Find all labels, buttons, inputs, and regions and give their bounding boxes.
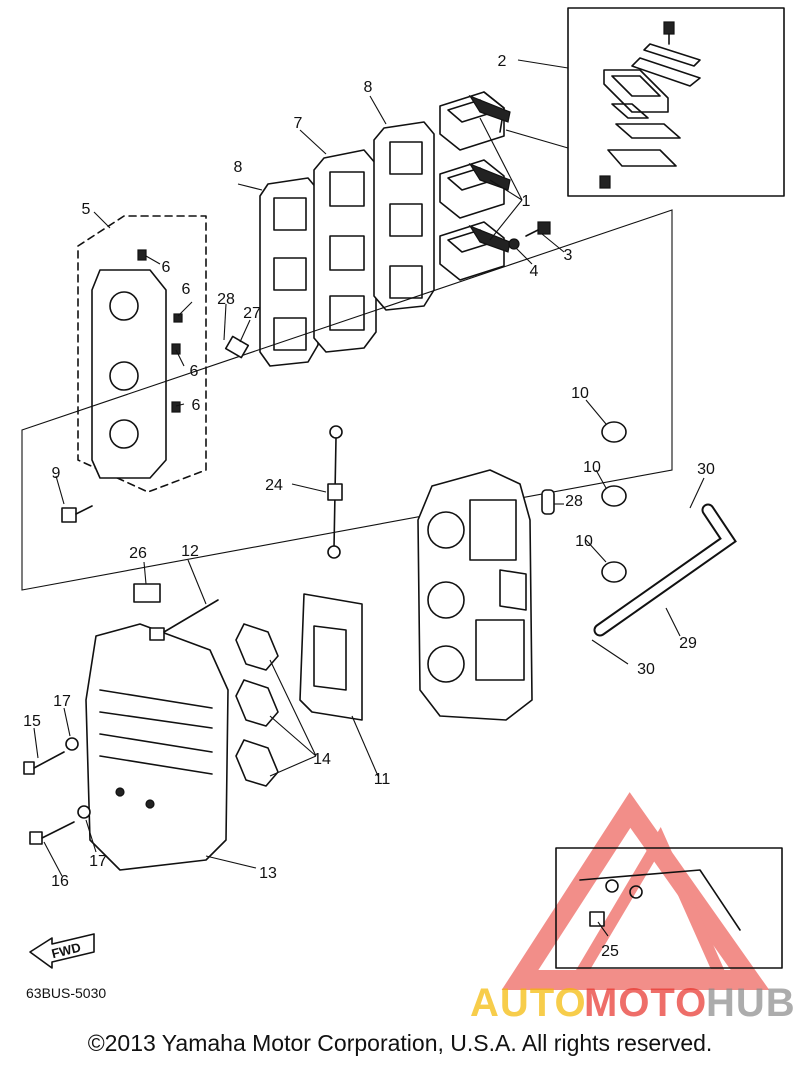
leader-lines: [33, 59, 705, 937]
reed-valve-assemblies: [439, 91, 511, 281]
washer-17-top: [65, 737, 79, 751]
callout-6c: 6: [190, 363, 199, 380]
exploded-parts-diagram: FWD: [21, 7, 796, 1025]
diagram-code: 63BUS-5030: [26, 985, 106, 1001]
callout-labels: 1 2 3 4 5 6 6 6 6 7 8 8 9 10 10 10 11 12…: [23, 53, 715, 960]
washer-4: [508, 238, 520, 250]
reed-block-dashed-group: [77, 215, 207, 493]
callout-14: 14: [313, 751, 331, 768]
callout-26: 26: [129, 545, 147, 562]
copyright-notice: ©2013 Yamaha Motor Corporation, U.S.A. A…: [87, 1030, 713, 1056]
callout-6d: 6: [192, 397, 201, 414]
reed-valve-inset: [567, 7, 785, 197]
callout-2: 2: [498, 53, 507, 70]
assembly-outline: [21, 209, 673, 591]
callout-9: 9: [52, 465, 61, 482]
bracket-26: [133, 583, 161, 603]
callout-16: 16: [51, 873, 69, 890]
callout-12: 12: [181, 543, 199, 560]
bolt-9: [61, 505, 93, 523]
watermark-text: AUTO MOTO HUB: [470, 981, 796, 1025]
carburetor-assembly: [417, 469, 533, 721]
callout-13: 13: [259, 865, 277, 882]
washer-17-bottom: [77, 805, 91, 819]
gasket-middle: [313, 149, 377, 353]
hose-29: [593, 503, 737, 637]
watermark-hub: HUB: [706, 981, 796, 1025]
screw-15: [23, 751, 65, 775]
bolt-3: [525, 221, 551, 237]
callout-5: 5: [82, 201, 91, 218]
callout-28b: 28: [565, 493, 583, 510]
pin-28: [541, 489, 555, 515]
callout-30b: 30: [637, 661, 655, 678]
callout-6a: 6: [162, 259, 171, 276]
callout-1: 1: [522, 193, 531, 210]
callout-30a: 30: [697, 461, 715, 478]
gasket-11: [299, 593, 363, 721]
gasket-left: [259, 177, 319, 367]
callout-10a: 10: [571, 385, 589, 402]
callout-8a: 8: [234, 159, 243, 176]
callout-27: 27: [243, 305, 261, 322]
callout-24: 24: [265, 477, 283, 494]
fwd-label: FWD: [50, 940, 82, 962]
callout-8b: 8: [364, 79, 373, 96]
callout-7: 7: [294, 115, 303, 132]
callout-28a: 28: [217, 291, 235, 308]
link-rod-24: [327, 425, 343, 559]
detail-inset-25: [555, 847, 783, 969]
callout-15: 15: [23, 713, 41, 730]
clip-10-group: [601, 421, 627, 583]
callout-10b: 10: [583, 459, 601, 476]
watermark-logo: [501, 792, 770, 990]
callout-29: 29: [679, 635, 697, 652]
callout-3: 3: [564, 247, 573, 264]
o-ring-14-group: [235, 623, 279, 787]
watermark-auto: AUTO: [470, 981, 587, 1025]
watermark-moto: MOTO: [584, 981, 707, 1025]
callout-10c: 10: [575, 533, 593, 550]
callout-17a: 17: [53, 693, 71, 710]
callout-4: 4: [530, 263, 539, 280]
callout-17b: 17: [89, 853, 107, 870]
fwd-direction-arrow: FWD: [29, 933, 95, 969]
bolt-12: [149, 599, 219, 641]
callout-25: 25: [601, 943, 619, 960]
silencer-cover-13: [85, 623, 229, 871]
screw-16: [29, 821, 75, 845]
callout-6b: 6: [182, 281, 191, 298]
gasket-right: [373, 121, 435, 311]
callout-11: 11: [374, 771, 391, 788]
